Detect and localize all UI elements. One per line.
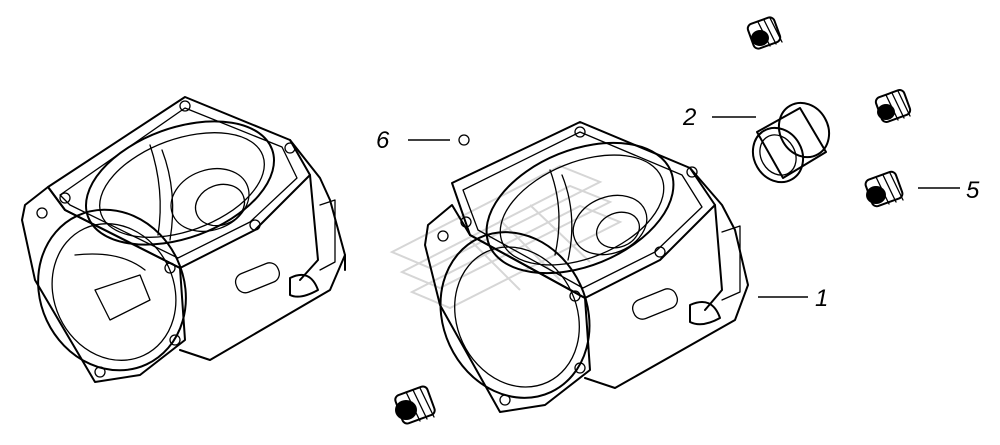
main-housing-part-1 [424, 121, 749, 413]
bushing-part-2 [751, 101, 831, 184]
threaded-plug-top [746, 16, 783, 50]
callout-2: 2 [682, 104, 696, 131]
threaded-plug-bottom [394, 385, 436, 425]
callout-5: 5 [966, 177, 980, 204]
threaded-plug-part-5 [864, 170, 904, 208]
callout-1: 1 [815, 285, 828, 312]
ball-part-6 [458, 134, 470, 146]
threaded-plug-right [874, 89, 912, 123]
left-housing-drawing [21, 96, 346, 383]
callout-6: 6 [376, 127, 390, 154]
